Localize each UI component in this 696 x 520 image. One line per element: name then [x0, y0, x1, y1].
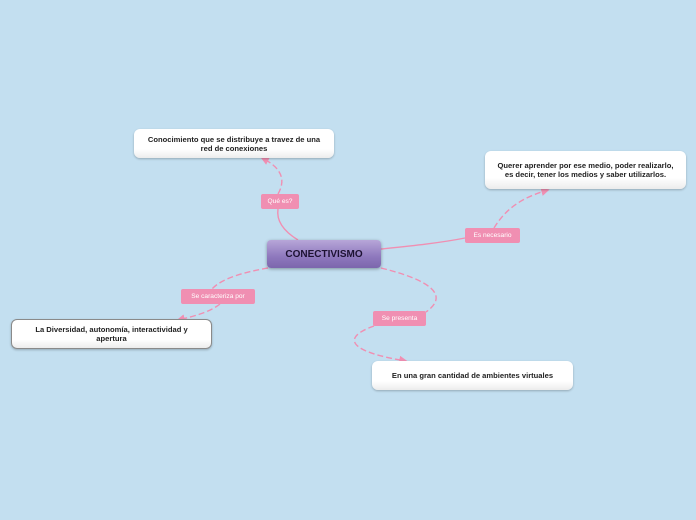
label-que-es[interactable]: Qué es? [261, 194, 299, 209]
connector-que-es-upper [260, 157, 283, 195]
connector-es-necesario-upper [493, 187, 550, 229]
node-es-necesario[interactable]: Querer aprender por ese medio, poder rea… [485, 151, 686, 189]
node-se-caracteriza[interactable]: La Diversidad, autonomía, interactividad… [11, 319, 212, 349]
connector-se-caracteriza-upper [211, 267, 269, 290]
central-topic[interactable]: CONECTIVISMO [267, 240, 381, 268]
connector-que-es-lower [277, 208, 299, 241]
label-se-presenta[interactable]: Se presenta [373, 311, 426, 326]
connector-se-presenta-lower [353, 325, 408, 365]
connector-se-presenta-upper [380, 267, 437, 313]
node-que-es[interactable]: Conocimiento que se distribuye a travez … [134, 129, 334, 158]
connector-se-caracteriza-lower [176, 303, 221, 323]
label-es-necesario[interactable]: Es necesario [465, 228, 520, 243]
label-se-caracteriza[interactable]: Se caracteriza por [181, 289, 255, 304]
connector-es-necesario-lower [380, 237, 466, 250]
node-se-presenta[interactable]: En una gran cantidad de ambientes virtua… [372, 361, 573, 390]
